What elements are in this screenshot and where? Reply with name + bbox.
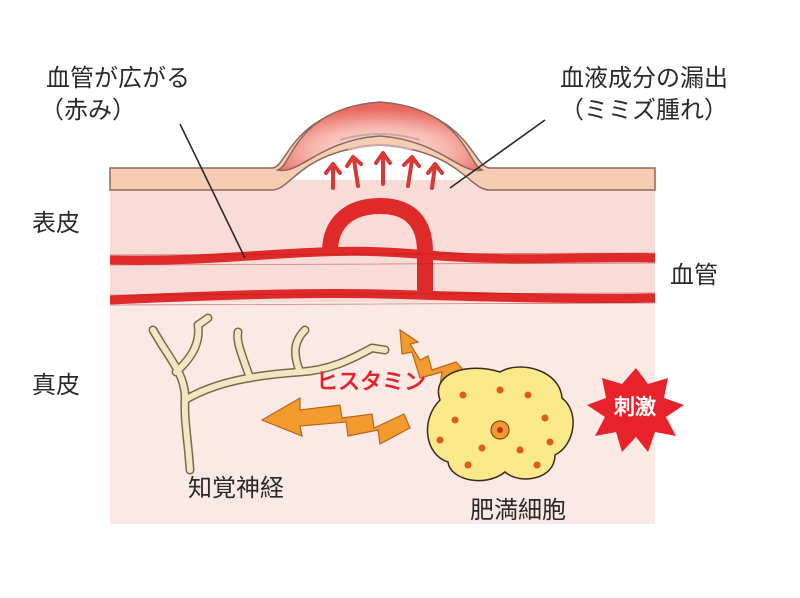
mast-cell-nucleus-core <box>497 427 503 433</box>
mast-cell-granules <box>436 386 554 469</box>
leak-arc-1 <box>339 133 421 141</box>
blood-vessel-loop <box>322 197 433 294</box>
stimulus-starburst <box>587 368 684 452</box>
label-vessel-dilate-1: 血管が広がる <box>46 64 190 92</box>
leak-arrow-2 <box>345 155 363 188</box>
label-dermis: 真皮 <box>32 371 80 399</box>
label-blood-vessel: 血管 <box>670 261 718 289</box>
label-leakage-1: 血液成分の漏出 <box>560 64 728 92</box>
wheal-bump <box>275 101 485 172</box>
leak-arrow-5 <box>426 162 444 190</box>
label-mast-cell: 肥満細胞 <box>470 496 566 524</box>
leak-arc-2 <box>347 144 413 151</box>
label-leakage-2: （ミミズ腫れ） <box>560 96 728 124</box>
leak-arrow-4 <box>402 155 421 188</box>
leader-leakage <box>449 119 546 189</box>
histamine-arrow-upper <box>399 328 470 386</box>
label-sensory-nerve: 知覚神経 <box>188 474 284 502</box>
label-histamine: ヒスタミン <box>316 370 426 395</box>
blood-vessel-upper <box>109 246 656 265</box>
leakage-arrows <box>324 151 444 190</box>
label-vessel-dilate-2: （赤み） <box>40 96 136 124</box>
leak-arrow-3 <box>374 151 392 186</box>
leader-vessel-dilate <box>179 123 246 259</box>
leak-arrow-1 <box>324 162 342 190</box>
label-stimulus: 刺激 <box>614 395 656 419</box>
label-epidermis: 表皮 <box>32 209 80 237</box>
mast-cell <box>426 366 574 482</box>
sensory-nerve-fill <box>150 315 388 473</box>
vessel-outlines <box>109 252 656 306</box>
histamine-arrow-lower <box>260 396 411 445</box>
